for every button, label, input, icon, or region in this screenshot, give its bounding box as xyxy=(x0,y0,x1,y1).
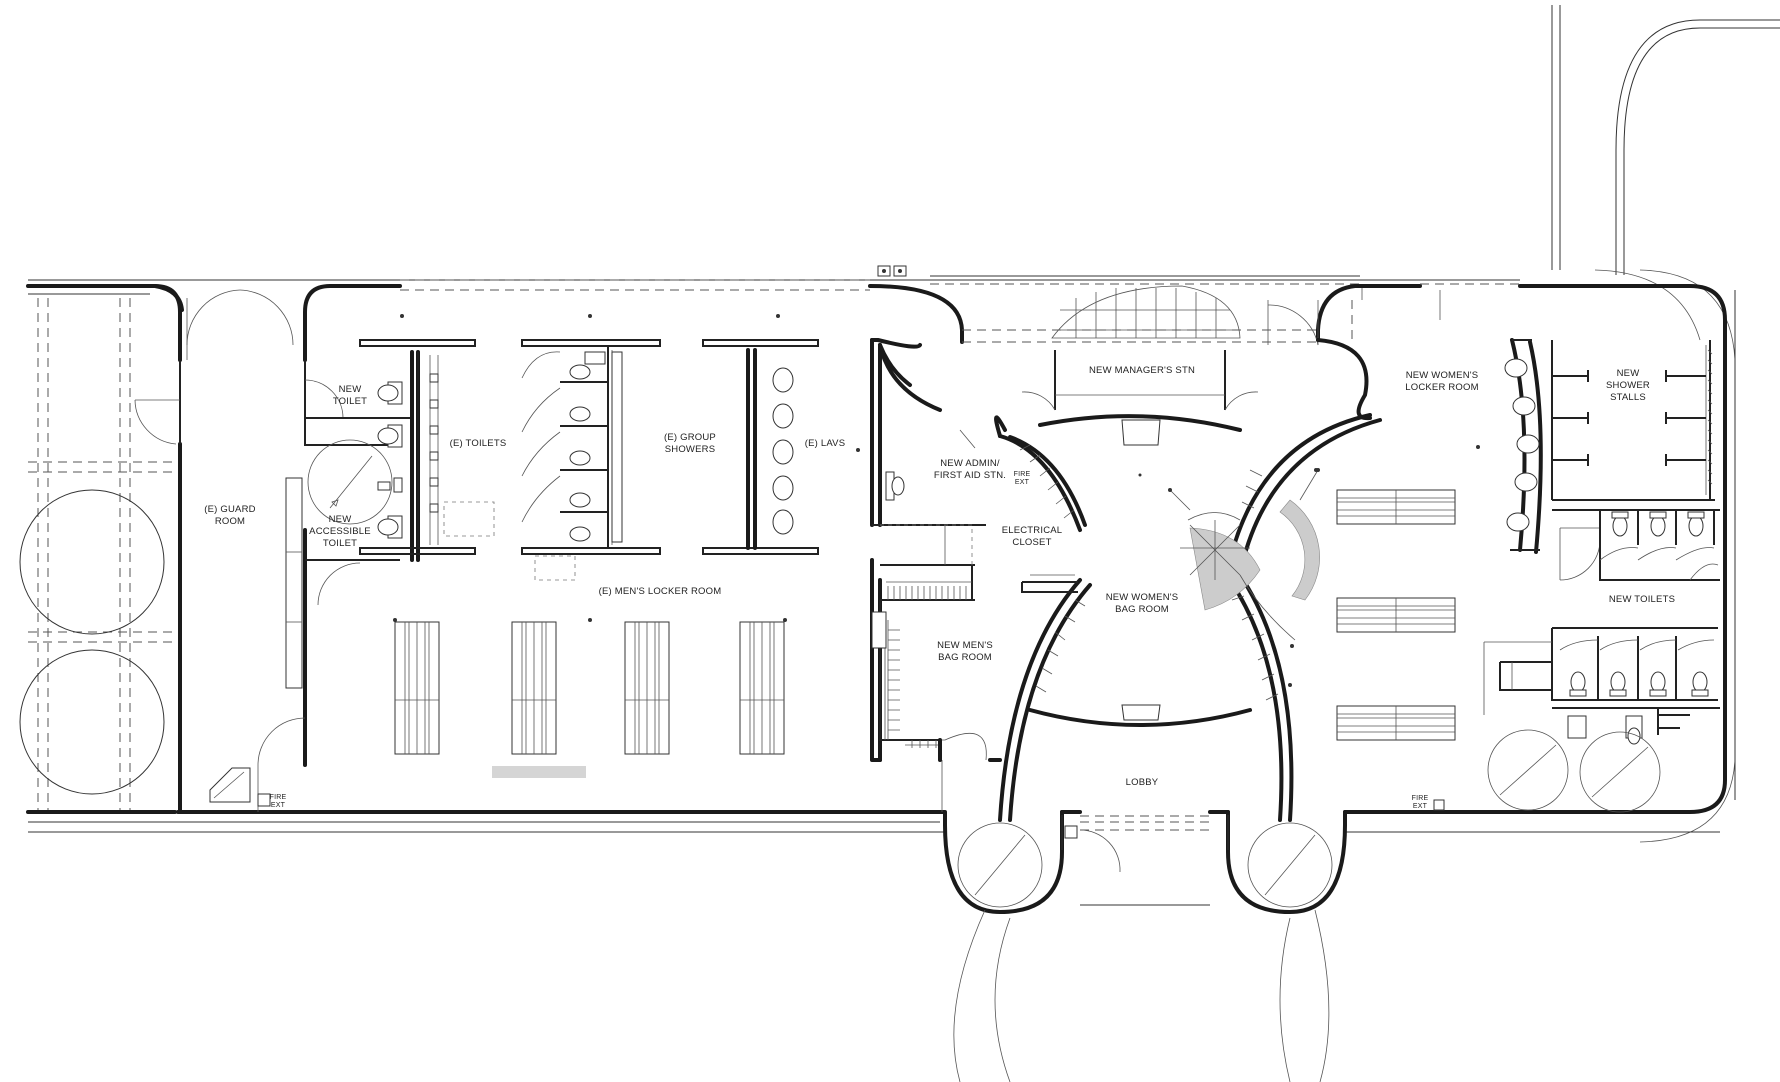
fire-ext-label-1: FIRE xyxy=(270,794,287,801)
womens-bag-room-label-1: NEW WOMEN'S xyxy=(1106,592,1179,603)
womens-locker-room-label-2: LOCKER ROOM xyxy=(1405,382,1478,393)
shower-stalls-label-2: SHOWER xyxy=(1606,380,1650,391)
south-wall xyxy=(26,810,1347,827)
bench xyxy=(624,621,670,755)
shower-stalls: NEW SHOWER STALLS xyxy=(1551,340,1715,501)
fire-ext-east-1: FIRE xyxy=(1412,795,1429,802)
new-toilet-label-1: NEW xyxy=(339,384,362,395)
lobby-label: LOBBY xyxy=(1126,777,1159,788)
admin-label-1: NEW ADMIN/ xyxy=(940,458,1000,469)
mens-bag-room-label-1: NEW MEN'S xyxy=(937,640,993,651)
group-showers: (E) GROUP SHOWERS xyxy=(521,339,716,581)
admin-and-mens-bag: NEW ADMIN/ FIRST AID STN. NEW MEN'S BAG … xyxy=(870,338,1006,812)
shower-stalls-label-1: NEW xyxy=(1617,368,1640,379)
shower-stalls-label-3: STALLS xyxy=(1610,392,1646,403)
floor-mat xyxy=(492,766,586,778)
electrical-closet-label-2: CLOSET xyxy=(1012,537,1051,548)
womens-toilets: NEW TOILETS xyxy=(1483,509,1720,813)
tank-circle-lower xyxy=(19,649,165,795)
fire-ext-admin-1: FIRE xyxy=(1014,471,1031,478)
bench xyxy=(394,621,440,755)
fire-ext-label-2: EXT xyxy=(271,802,286,809)
bench xyxy=(511,621,557,755)
accessible-toilet-label-3: TOILET xyxy=(323,538,357,549)
mens-locker-room: (E) MEN'S LOCKER ROOM xyxy=(394,586,785,778)
mens-bag-room-label-2: BAG ROOM xyxy=(938,652,992,663)
site-lines xyxy=(28,5,1780,843)
fire-ext-admin-2: EXT xyxy=(1015,479,1030,486)
column-dots xyxy=(393,314,1480,687)
managers-stn-label: NEW MANAGER'S STN xyxy=(1089,365,1195,376)
bench xyxy=(1336,705,1456,741)
tank-circle-upper xyxy=(19,489,165,635)
guard-room-label-2: ROOM xyxy=(215,516,245,527)
mens-locker-room-label: (E) MEN'S LOCKER ROOM xyxy=(599,586,722,597)
group-showers-label-1: (E) GROUP xyxy=(664,432,716,443)
lavs-label: (E) LAVS xyxy=(805,438,846,449)
womens-bag-room-label-2: BAG ROOM xyxy=(1115,604,1169,615)
guard-room-label-1: (E) GUARD xyxy=(204,504,255,515)
accessible-toilet-label-1: NEW xyxy=(329,514,352,525)
accessible-toilet-label-2: ACCESSIBLE xyxy=(309,526,371,537)
new-toilets-label: NEW TOILETS xyxy=(1609,594,1675,605)
group-showers-label-2: SHOWERS xyxy=(665,444,716,455)
fire-ext-east-2: EXT xyxy=(1413,803,1428,810)
bench xyxy=(739,621,785,755)
lavs: (E) LAVS xyxy=(702,339,846,555)
guard-room: (E) GUARD ROOM FIRE EXT xyxy=(134,289,307,814)
electrical-closet-label-1: ELECTRICAL xyxy=(1002,525,1063,536)
new-toilet-label-2: TOILET xyxy=(333,396,367,407)
central-core: FIRE EXT ELECTRICAL CLOSET NEW MANAGER'S… xyxy=(878,285,1441,822)
womens-locker-room-label-1: NEW WOMEN'S xyxy=(1406,370,1479,381)
toilets-existing: (E) TOILETS xyxy=(359,339,507,555)
spiral-feature xyxy=(1180,499,1320,641)
admin-label-2: FIRST AID STN. xyxy=(934,470,1006,481)
tank-area xyxy=(19,298,178,810)
bench xyxy=(1336,597,1456,633)
toilets-label: (E) TOILETS xyxy=(450,438,507,449)
womens-locker-room: NEW WOMEN'S LOCKER ROOM FIRE EXT xyxy=(1336,338,1543,811)
entrance xyxy=(943,810,1347,1082)
bench xyxy=(1336,489,1456,525)
north-wall xyxy=(26,265,1736,814)
